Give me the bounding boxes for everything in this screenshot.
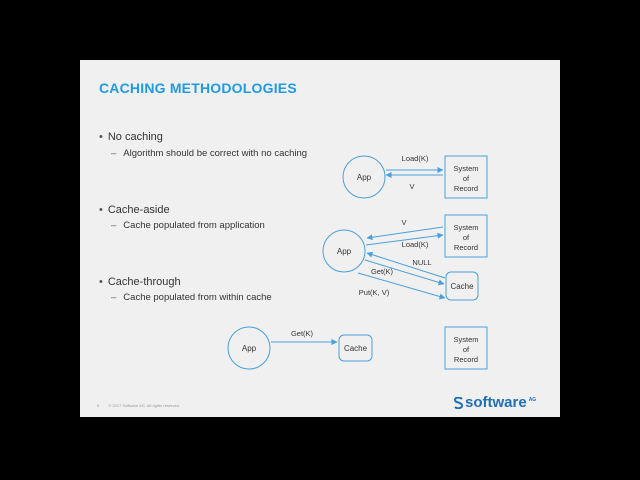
- bullet-dot: •: [99, 276, 103, 288]
- slide-title: CACHING METHODOLOGIES: [99, 80, 297, 96]
- arrow-put: [357, 272, 446, 300]
- arrow-load-label: Load(K): [402, 154, 429, 163]
- app-node: [322, 229, 366, 273]
- bullet-label: No caching: [107, 131, 163, 143]
- caching-diagrams: App System of Record Load(K) V App Syste…: [227, 154, 488, 370]
- sor-label-line3: Record: [454, 355, 478, 364]
- sub-dash: –: [111, 148, 117, 159]
- logo-text: software: [465, 394, 527, 411]
- cache-label: Cache: [450, 282, 474, 291]
- arrow-load: [365, 232, 444, 246]
- cache-node: [338, 334, 373, 362]
- sub-cache-through: –Cache populated from within cache: [111, 292, 272, 303]
- sor-label-line2: of: [463, 345, 470, 354]
- sor-label-line2: of: [463, 174, 470, 183]
- diagram-no-caching: App System of Record Load(K) V: [342, 154, 488, 199]
- sub-label: Cache populated from within cache: [123, 292, 272, 303]
- system-of-record-node: [444, 214, 488, 258]
- cache-node: [445, 271, 479, 301]
- diagram-cache-aside: App System of Record Cache V Load(K) NUL…: [322, 214, 488, 301]
- arrow-get: [364, 259, 445, 286]
- bullet-cache-aside: • Cache-aside: [99, 204, 170, 216]
- sub-dash: –: [111, 220, 117, 231]
- app-node: [227, 326, 271, 370]
- sub-label: Cache populated from application: [123, 220, 265, 231]
- bullet-no-caching: • No caching: [99, 131, 163, 143]
- system-of-record-node: [444, 326, 488, 370]
- bullet-label: Cache-through: [107, 276, 181, 288]
- sub-label: Algorithm should be correct with no cach…: [123, 148, 308, 159]
- sor-label-line1: System: [453, 223, 478, 232]
- sor-label-line2: of: [463, 233, 470, 242]
- arrow-load-label: Load(K): [402, 240, 429, 249]
- sor-label-line1: System: [453, 335, 478, 344]
- logo-mark-icon: [454, 396, 463, 409]
- cache-label: Cache: [344, 344, 368, 353]
- sub-dash: –: [111, 292, 117, 303]
- system-of-record-node: [444, 155, 488, 199]
- bullet-cache-through: • Cache-through: [99, 276, 181, 288]
- arrow-v-label: V: [409, 182, 414, 191]
- sub-cache-aside: –Cache populated from application: [111, 220, 265, 231]
- arrow-get-label: Get(K): [291, 329, 314, 338]
- arrow-v: [366, 226, 444, 241]
- page-number: 5: [97, 403, 100, 408]
- sor-label-line1: System: [453, 164, 478, 173]
- slide: CACHING METHODOLOGIES •No caching –Algor…: [80, 60, 560, 417]
- arrow-put-label: Put(K, V): [359, 288, 390, 297]
- footer: 5 © 2017 Software AG. All rights reserve…: [97, 403, 180, 408]
- bullet-dot: •: [99, 131, 103, 143]
- sor-label-line3: Record: [454, 243, 478, 252]
- software-ag-logo: software AG: [454, 394, 536, 411]
- sub-no-caching: –Algorithm should be correct with no cac…: [111, 148, 307, 159]
- app-label: App: [337, 247, 352, 256]
- arrow-v-label: V: [401, 218, 406, 227]
- app-label: App: [242, 344, 257, 353]
- arrow-get-label: Get(K): [371, 267, 394, 276]
- app-label: App: [357, 173, 372, 182]
- bullet-dot: •: [99, 204, 103, 216]
- arrow-null: [366, 251, 446, 279]
- sor-label-line3: Record: [454, 184, 478, 193]
- copyright: © 2017 Software AG. All rights reserved.: [108, 403, 181, 408]
- logo-suffix: AG: [528, 396, 537, 403]
- bullet-label: Cache-aside: [107, 204, 170, 216]
- arrow-null-label: NULL: [412, 258, 431, 267]
- app-node: [342, 155, 386, 199]
- diagram-cache-through: App Cache Get(K) System of Record: [227, 326, 488, 370]
